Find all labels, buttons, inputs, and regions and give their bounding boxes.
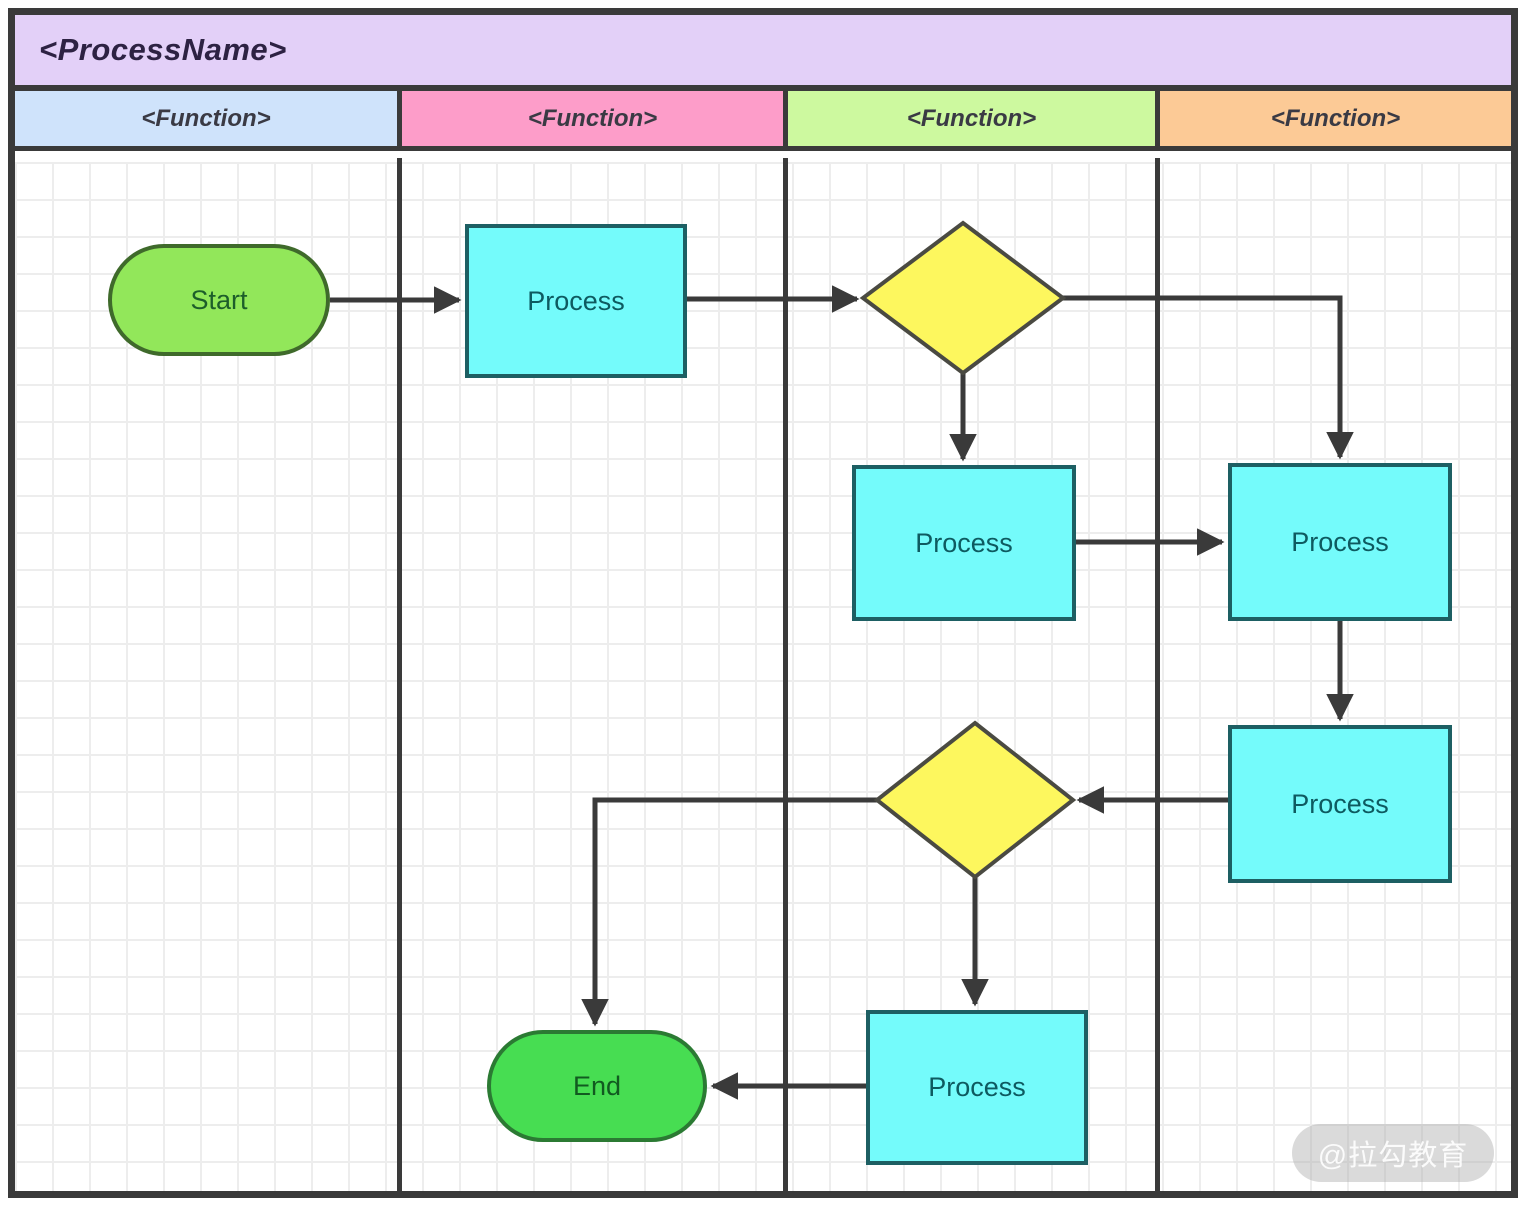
process-node-2: Process [852, 465, 1076, 621]
process-name-title: <ProcessName> [39, 32, 287, 67]
connector-decision2-to-end [581, 797, 877, 1027]
lane-header-1: <Function> [15, 91, 402, 146]
swimlane-flowchart: <ProcessName> <Function> <Function> <Fun… [8, 8, 1518, 1198]
pool-title-bar: <ProcessName> [15, 15, 1511, 91]
end-node: End [487, 1030, 707, 1142]
lane-header-row: <Function> <Function> <Function> <Functi… [15, 91, 1511, 151]
lane-header-4: <Function> [1160, 91, 1511, 146]
connector-decision1-to-process3 [1063, 295, 1354, 460]
lane-dividers [397, 158, 1160, 1191]
start-node: Start [108, 244, 330, 356]
process-node-1: Process [465, 224, 687, 378]
lane-header-3: <Function> [788, 91, 1160, 146]
connector-layer [330, 158, 1354, 1191]
decision-node-1 [859, 220, 1067, 376]
watermark-badge: @拉勾教育 [1292, 1124, 1494, 1182]
process-node-4: Process [1228, 725, 1452, 883]
connectors [330, 285, 1354, 1100]
process-node-3: Process [1228, 463, 1452, 621]
decision-node-2 [873, 720, 1077, 880]
decision-shapes [859, 220, 1077, 880]
process-node-5: Process [866, 1010, 1088, 1165]
lane-header-2: <Function> [402, 91, 788, 146]
